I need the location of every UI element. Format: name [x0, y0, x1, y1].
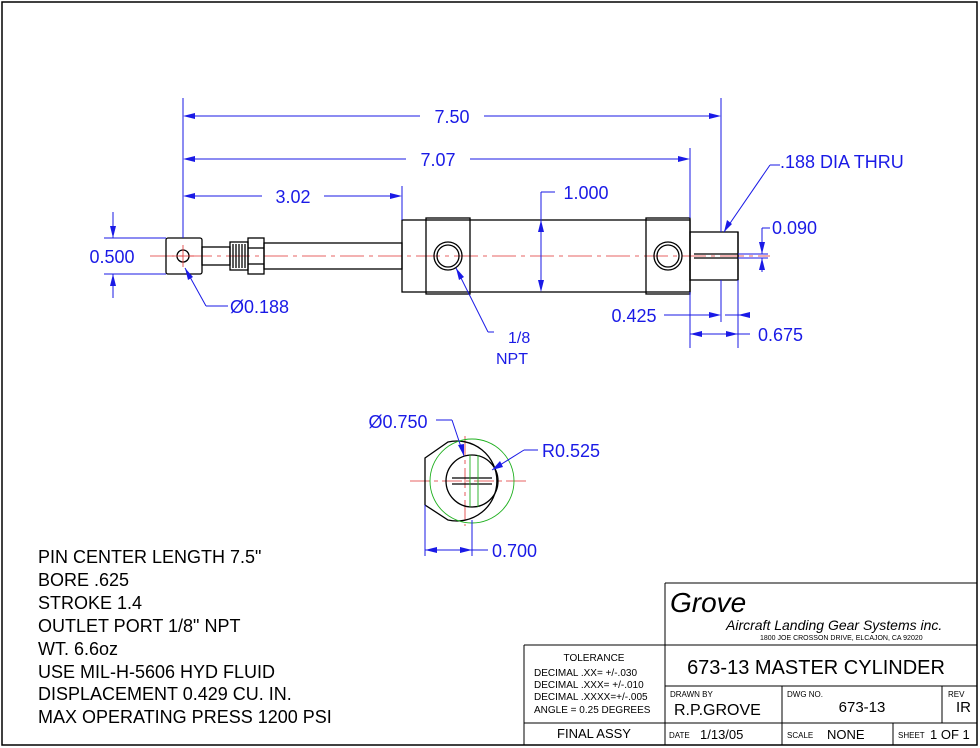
cylinder-end-view — [410, 436, 530, 526]
side-view-dimensions: 7.50 7.07 3.02 1.000 .188 DIA THRU 0.090 — [89, 98, 904, 368]
dim-port-line1: 1/8 — [508, 330, 530, 347]
rev-label: REV — [948, 690, 965, 699]
tolerance-header: TOLERANCE — [564, 653, 625, 664]
note-8: MAX OPERATING PRESS 1200 PSI — [38, 707, 332, 727]
note-4: OUTLET PORT 1/8" NPT — [38, 616, 240, 636]
dim-end-offset-outer: 0.675 — [758, 325, 803, 345]
cylinder-side-view — [150, 217, 770, 295]
general-notes: PIN CENTER LENGTH 7.5" BORE .625 STROKE … — [38, 547, 332, 727]
dim-end-width: 0.700 — [492, 541, 537, 561]
dim-end-offset-inner: 0.425 — [611, 306, 656, 326]
tolerance-line-1: DECIMAL .XX= +/-.030 — [534, 668, 637, 679]
tolerance-line-2: DECIMAL .XXX= +/-.010 — [534, 680, 644, 691]
dim-rod-end-height: 0.500 — [89, 247, 134, 267]
dim-rod-end-hole: Ø0.188 — [230, 297, 289, 317]
tolerance-line-4: ANGLE = 0.25 DEGREES — [534, 705, 651, 716]
date-value: 1/13/05 — [700, 727, 743, 742]
final-assy: FINAL ASSY — [557, 726, 631, 741]
dim-rod-length: 3.02 — [275, 187, 310, 207]
dim-overall-length: 7.50 — [434, 107, 469, 127]
dim-hole-callout: .188 DIA THRU — [780, 152, 904, 172]
dwg-no-label: DWG NO. — [787, 690, 823, 699]
drawn-by-value: R.P.GROVE — [674, 702, 761, 719]
note-5: WT. 6.6oz — [38, 639, 118, 659]
note-1: PIN CENTER LENGTH 7.5" — [38, 547, 261, 567]
rev-value: IR — [956, 699, 971, 716]
dim-pin-center-length: 7.07 — [420, 150, 455, 170]
company-address: 1800 JOE CROSSON DRIVE, ELCAJON, CA 9202… — [760, 635, 923, 642]
dim-slot-width: 0.090 — [772, 218, 817, 238]
title-block: Grove Aircraft Landing Gear Systems inc.… — [523, 582, 977, 745]
dim-port-line2: NPT — [496, 351, 528, 368]
drawing-title: 673-13 MASTER CYLINDER — [687, 657, 945, 679]
note-2: BORE .625 — [38, 570, 129, 590]
tolerance-line-3: DECIMAL .XXXX=+/-.005 — [534, 692, 648, 703]
date-label: DATE — [669, 731, 690, 740]
sheet-label: SHEET — [898, 731, 925, 740]
company-logo: Grove — [670, 587, 746, 618]
scale-label: SCALE — [787, 731, 813, 740]
sheet-value: 1 OF 1 — [930, 727, 970, 742]
scale-value: NONE — [827, 727, 865, 742]
dim-body-dia: 1.000 — [563, 183, 608, 203]
dim-end-dia: Ø0.750 — [368, 412, 427, 432]
end-view-dimensions: Ø0.750 R0.525 0.700 — [368, 412, 600, 561]
note-7: DISPLACEMENT 0.429 CU. IN. — [38, 684, 292, 704]
note-6: USE MIL-H-5606 HYD FLUID — [38, 662, 275, 682]
drawn-by-label: DRAWN BY — [670, 690, 713, 699]
dwg-no-value: 673-13 — [839, 699, 886, 716]
note-3: STROKE 1.4 — [38, 593, 142, 613]
company-name: Aircraft Landing Gear Systems inc. — [725, 617, 942, 633]
dim-end-radius: R0.525 — [542, 441, 600, 461]
